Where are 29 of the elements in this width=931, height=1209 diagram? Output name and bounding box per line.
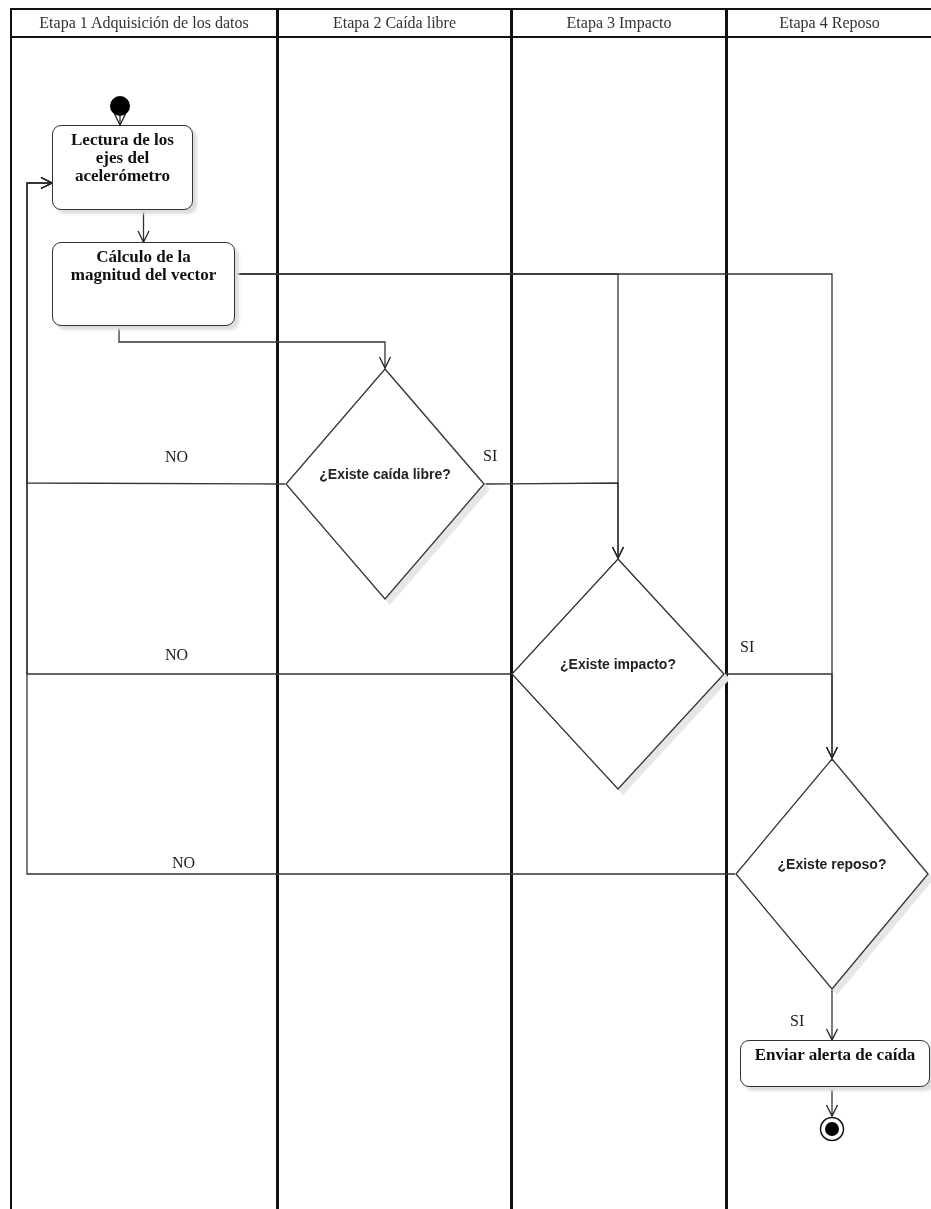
arrow <box>724 673 839 759</box>
edge-label: SI <box>740 638 755 656</box>
arrow <box>484 482 625 559</box>
edge-label: NO <box>165 646 189 664</box>
swimlane <box>725 8 931 1209</box>
swimlane <box>276 8 510 1209</box>
decision-text: ¿Existe impacto? <box>560 656 676 672</box>
decision-text: ¿Existe reposo? <box>777 856 887 872</box>
lane-heading: Etapa 1 Adquisición de los datos <box>12 10 276 38</box>
arrow <box>825 1086 839 1117</box>
arrow <box>118 325 392 369</box>
edge-label: SI <box>483 447 498 465</box>
lane-heading: Etapa 3 Impacto <box>513 10 725 38</box>
edge-label: SI <box>790 1012 805 1030</box>
action-box: Enviar alerta de caída <box>740 1040 930 1087</box>
swimlane <box>10 8 276 1209</box>
arrow <box>137 209 150 243</box>
action-box: Cálculo de la magnitud del vector <box>52 242 235 326</box>
arrow <box>825 989 839 1041</box>
action-box: Lectura de los ejes del acelerómetro <box>52 125 193 210</box>
edge-label: NO <box>172 854 196 872</box>
initial-node <box>110 96 130 116</box>
arrow <box>26 176 736 875</box>
final-node <box>819 1116 845 1142</box>
lane-heading: Etapa 2 Caída libre <box>279 10 510 38</box>
decision-text: ¿Existe caída libre? <box>319 466 451 482</box>
edge-label: NO <box>165 448 189 466</box>
lane-heading: Etapa 4 Reposo <box>728 10 931 38</box>
arrow <box>113 113 127 126</box>
